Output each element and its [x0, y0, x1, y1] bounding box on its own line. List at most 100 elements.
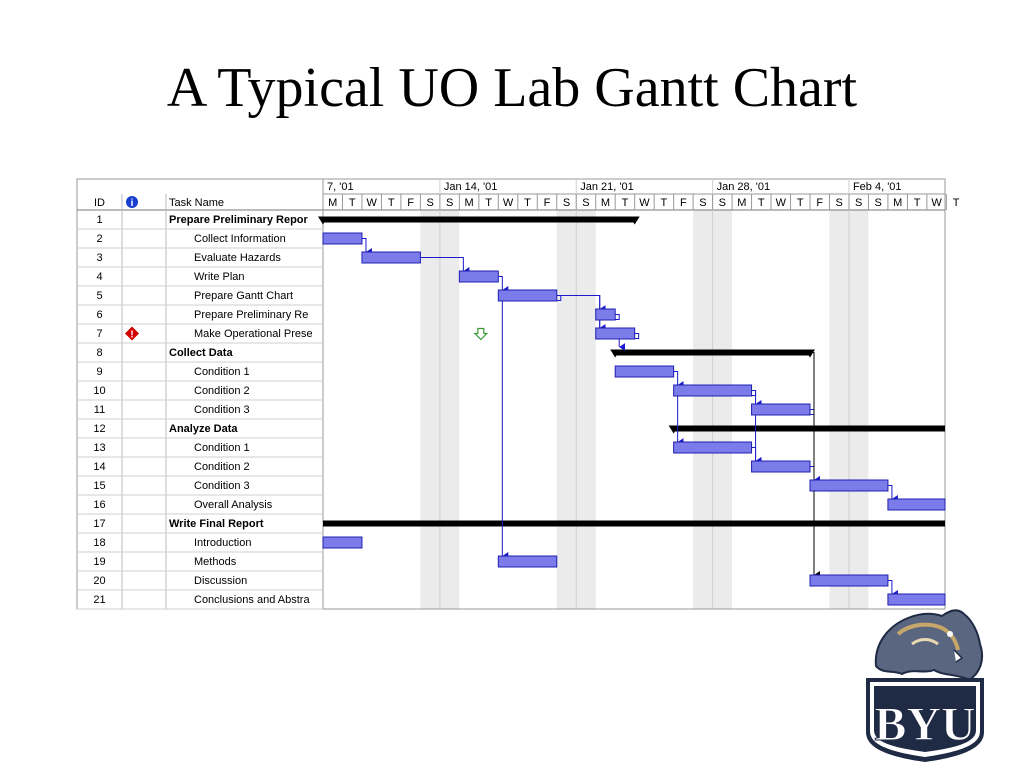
- week-label: Feb 4, '01: [853, 181, 902, 193]
- task-id: 2: [96, 233, 102, 245]
- task-name: Condition 1: [194, 366, 250, 378]
- task-id: 18: [93, 537, 105, 549]
- day-label: M: [601, 197, 610, 209]
- weekend-shade: [420, 210, 440, 609]
- task-bar: [497, 555, 558, 568]
- day-label: W: [639, 197, 650, 209]
- task-name: Prepare Preliminary Re: [194, 309, 308, 321]
- week-label: Jan 21, '01: [580, 181, 633, 193]
- header-task-name: Task Name: [169, 197, 224, 209]
- day-label: T: [914, 197, 921, 209]
- dependency-link: [361, 238, 372, 256]
- weekend-shade: [556, 210, 577, 609]
- task-bar: [614, 365, 675, 378]
- dependency-link: [677, 390, 757, 446]
- day-label: T: [797, 197, 804, 209]
- weekend-shade: [439, 210, 460, 609]
- task-bar: [595, 308, 616, 321]
- summary-bar: [673, 425, 945, 432]
- task-id: 13: [93, 442, 105, 454]
- day-label: W: [776, 197, 787, 209]
- task-id: 11: [94, 404, 105, 416]
- task-id: 16: [93, 499, 105, 511]
- dependency-link: [755, 409, 815, 465]
- svg-text:i: i: [131, 198, 134, 209]
- day-label: T: [485, 197, 492, 209]
- day-label: T: [661, 197, 668, 209]
- down-arrow-icon: [473, 327, 489, 341]
- week-label: Jan 14, '01: [444, 181, 497, 193]
- gantt-frame: [76, 178, 946, 610]
- dependency-link: [810, 466, 820, 484]
- task-bar: [887, 498, 946, 511]
- day-label: T: [524, 197, 531, 209]
- day-label: T: [388, 197, 395, 209]
- warning-icon: !: [125, 326, 139, 341]
- task-name: Methods: [194, 556, 237, 568]
- weekend-shade: [576, 210, 596, 609]
- week-label: Jan 28, '01: [717, 181, 770, 193]
- task-id: 21: [93, 594, 105, 606]
- task-id: 4: [96, 271, 102, 283]
- dependency-link: [501, 295, 562, 560]
- task-id: 15: [93, 480, 105, 492]
- task-name: Condition 3: [194, 404, 250, 416]
- day-label: T: [953, 197, 960, 209]
- summary-bar: [615, 349, 810, 356]
- day-label: W: [931, 197, 942, 209]
- dependency-link: [498, 276, 509, 294]
- task-bar: [887, 593, 946, 606]
- dependency-link: [887, 485, 898, 503]
- task-bar: [673, 384, 753, 397]
- task-name: Discussion: [194, 575, 247, 587]
- task-name: Conclusions and Abstra: [194, 594, 310, 606]
- task-name: Analyze Data: [169, 423, 238, 435]
- day-label: S: [446, 197, 453, 209]
- task-bar: [673, 441, 753, 454]
- task-name: Condition 2: [194, 461, 250, 473]
- day-label: S: [875, 197, 882, 209]
- day-label: S: [426, 197, 433, 209]
- task-bar: [361, 251, 421, 264]
- task-id: 20: [93, 575, 105, 587]
- task-name: Introduction: [194, 537, 251, 549]
- summary-bar: [323, 520, 945, 527]
- dependency-link: [599, 314, 620, 332]
- day-label: M: [465, 197, 474, 209]
- task-bar: [322, 536, 363, 549]
- day-label: S: [855, 197, 862, 209]
- dependency-link: [810, 409, 820, 484]
- task-name: Make Operational Prese: [194, 328, 313, 340]
- cougar-icon: [874, 609, 984, 682]
- day-label: W: [367, 197, 378, 209]
- task-name: Condition 2: [194, 385, 250, 397]
- task-bar: [458, 270, 499, 283]
- task-name: Evaluate Hazards: [194, 252, 281, 264]
- dependency-link: [751, 390, 762, 408]
- task-name: Prepare Gantt Chart: [194, 290, 293, 302]
- day-label: S: [563, 197, 570, 209]
- task-bar: [751, 460, 811, 473]
- week-label: 7, '01: [327, 181, 354, 193]
- dependency-link: [887, 580, 898, 598]
- day-label: S: [582, 197, 589, 209]
- header-id: ID: [94, 197, 105, 209]
- task-bar: [809, 479, 889, 492]
- task-id: 14: [93, 461, 105, 473]
- task-bar: [322, 232, 363, 245]
- task-bar: [751, 403, 811, 416]
- weekend-shade: [712, 210, 733, 609]
- task-id: 8: [96, 347, 102, 359]
- task-bar: [497, 289, 558, 302]
- weekend-shade: [848, 210, 869, 609]
- day-label: F: [816, 197, 823, 209]
- dependency-link: [810, 352, 820, 579]
- dependency-link: [618, 333, 640, 351]
- task-name: Condition 3: [194, 480, 250, 492]
- task-id: 10: [93, 385, 105, 397]
- byu-logo: BYU: [858, 604, 992, 764]
- weekend-shade: [693, 210, 713, 609]
- day-label: T: [758, 197, 765, 209]
- day-label: M: [737, 197, 746, 209]
